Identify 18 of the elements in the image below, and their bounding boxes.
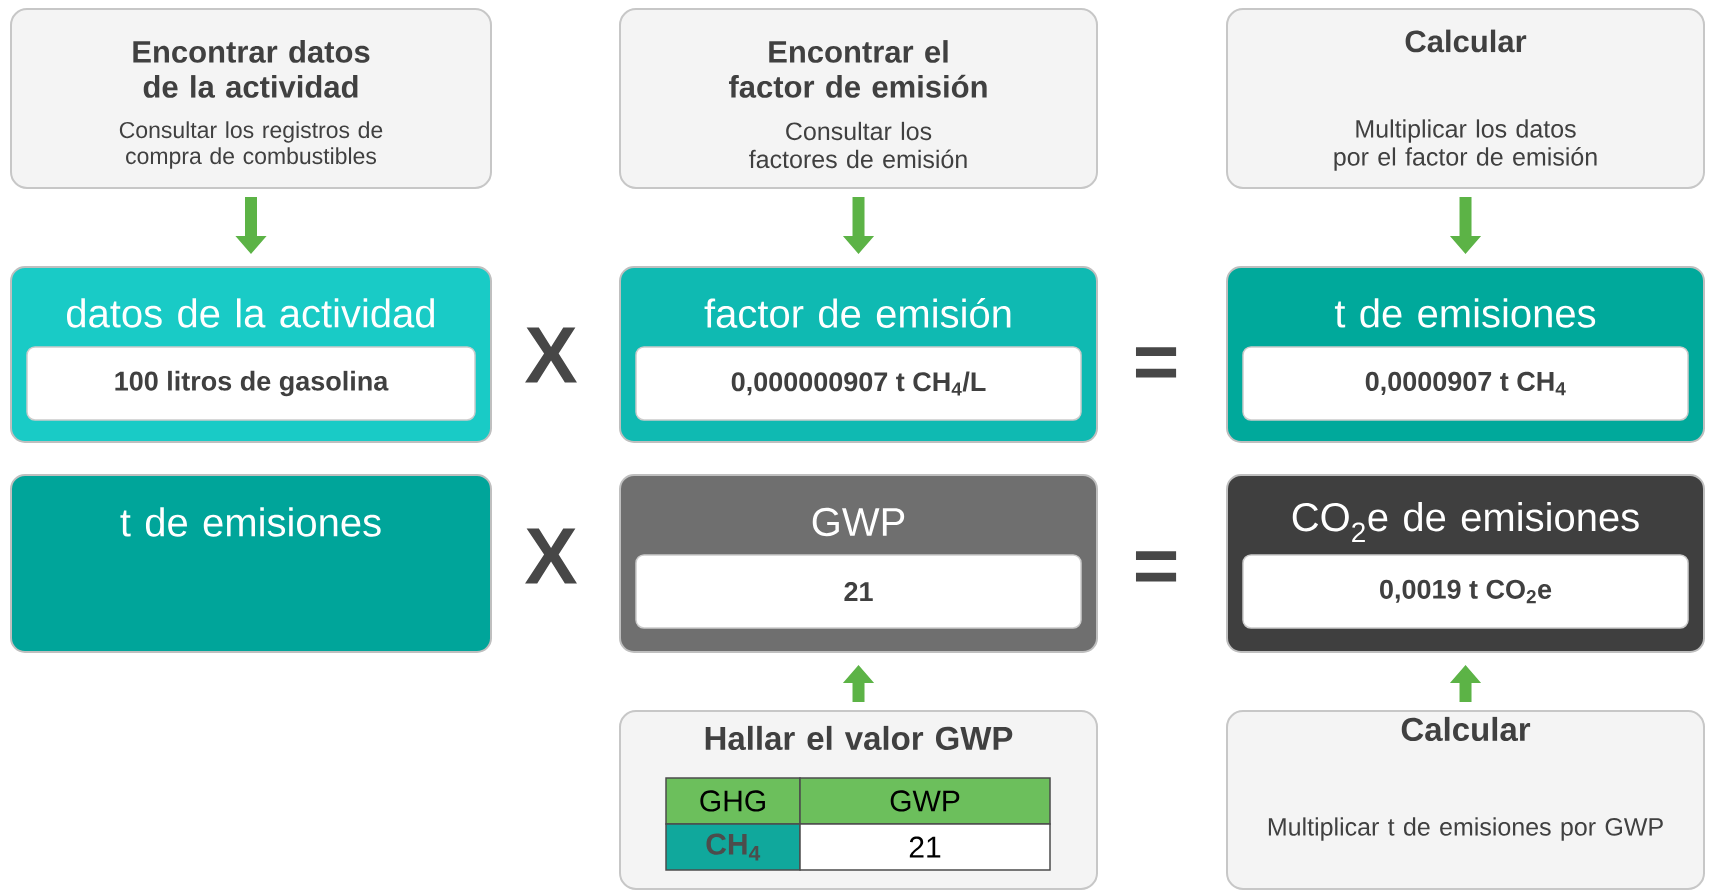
value-box: 0,0019 t CO$_{2}$e: [1242, 554, 1689, 629]
process-box: Calcular Multiplicar los datos por el factor de emisión: [1226, 8, 1705, 189]
value-box: 0,000000907 t CH$_{4}$/L: [635, 346, 1082, 421]
operator-sign: X: [525, 528, 577, 584]
value-box: 0,0000907 t CH$_{4}$: [1242, 346, 1689, 421]
table-cell: GHG: [665, 777, 801, 825]
table-cell: GWP: [799, 777, 1051, 825]
process-box: Encontrar el factor de emisión Consultar los factores de emisión: [619, 8, 1098, 189]
table-cell: CH$_{4}$: [665, 823, 801, 871]
operator-sign: =: [1136, 347, 1177, 378]
table-cell: 21: [799, 823, 1051, 871]
process-box: Encontrar datos de la actividad Consultar los registros de compra de combustibles: [10, 8, 492, 189]
process-box: Calcular Multiplicar t de emisiones por GWP: [1226, 710, 1705, 890]
result-panel: t de emisiones: [10, 474, 492, 653]
value-box: 100 litros de gasolina: [26, 346, 476, 421]
operator-sign: =: [1136, 551, 1177, 582]
value-box: 21: [635, 554, 1082, 629]
operator-sign: X: [525, 327, 577, 383]
